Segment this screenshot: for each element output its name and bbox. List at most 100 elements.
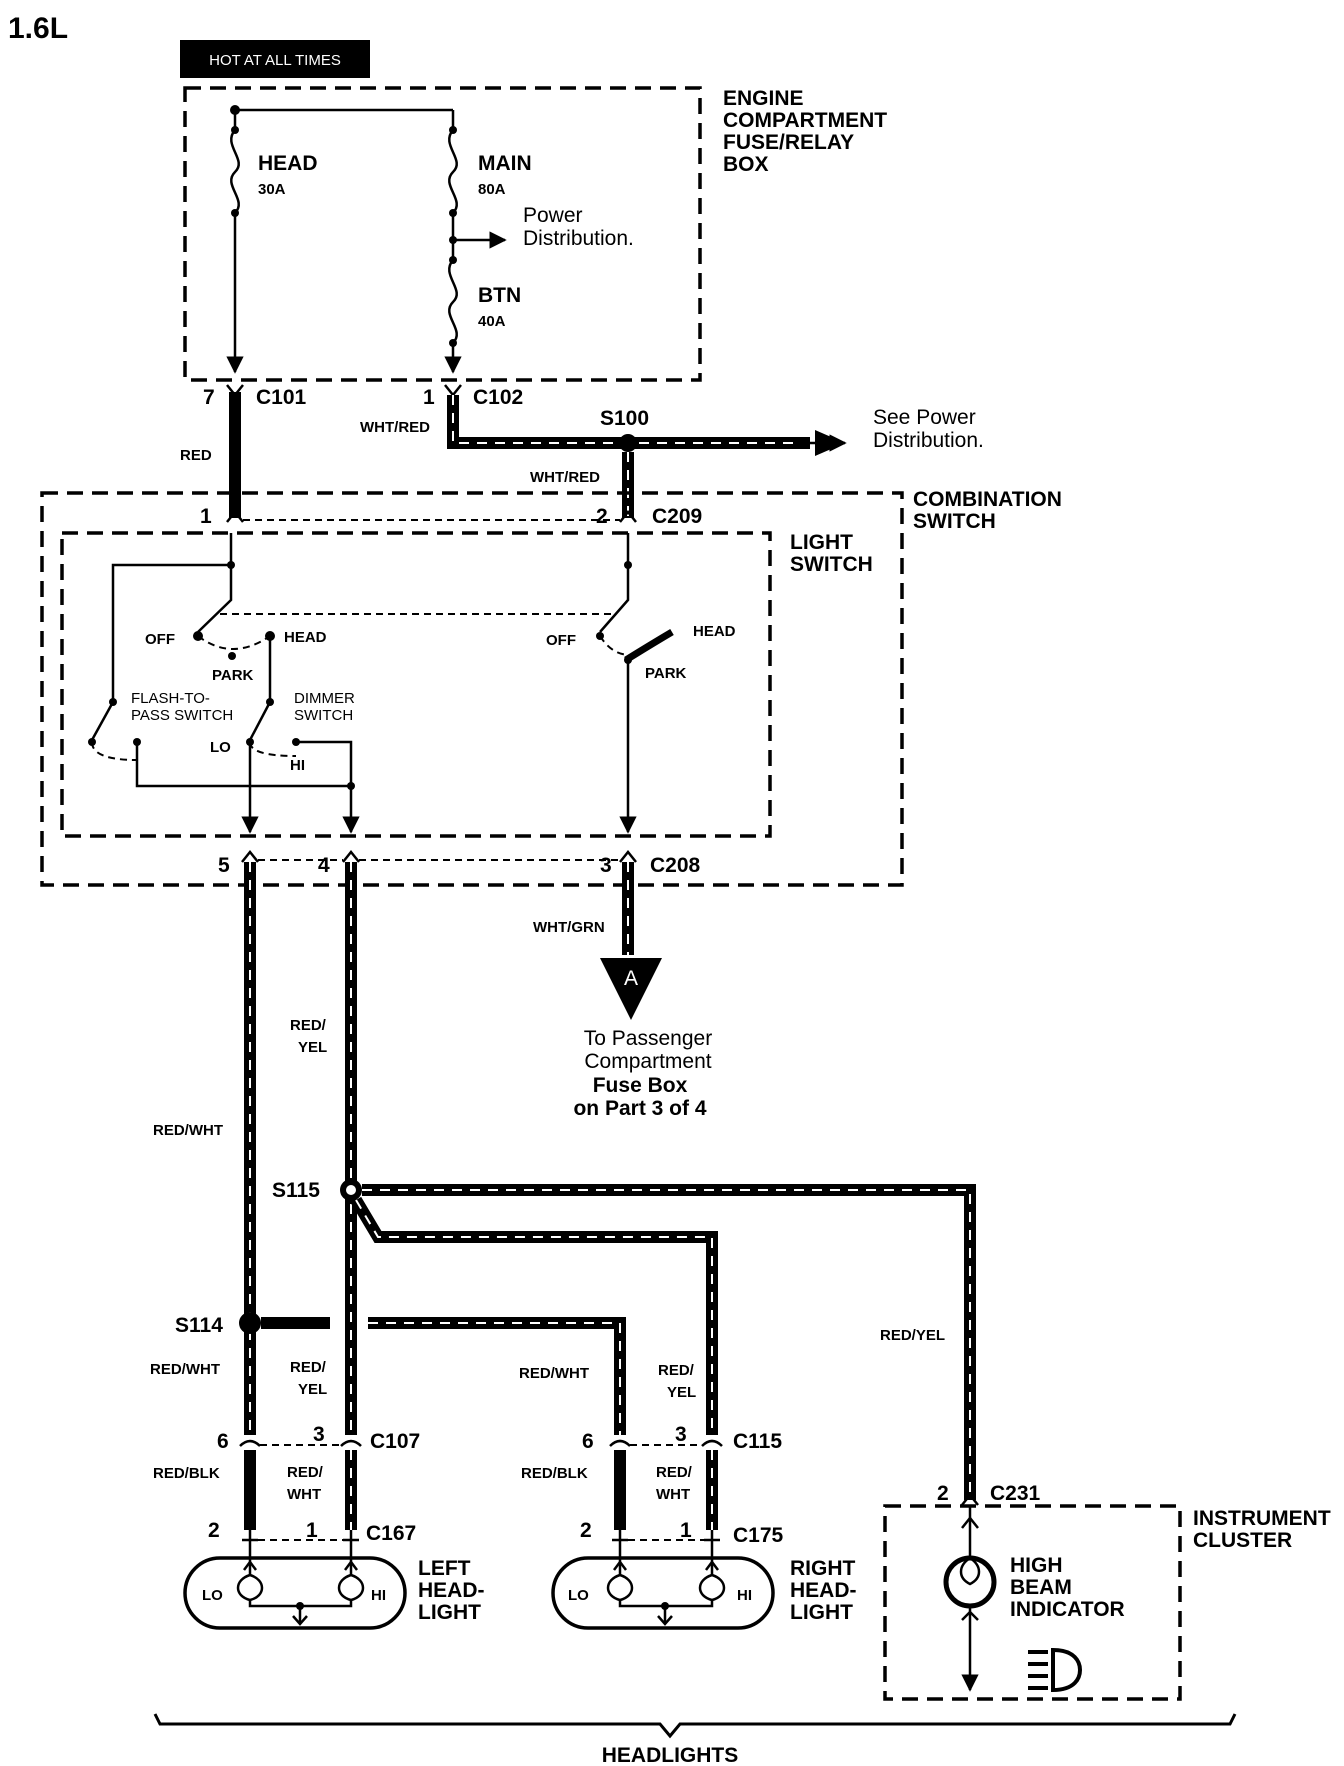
red-yel-label-2b: YEL (298, 1381, 327, 1398)
right-headlight (551, 1542, 775, 1630)
flash-to-pass-blade (90, 701, 115, 741)
c208-pin-4: 4 (318, 854, 330, 877)
c167-label: C167 (366, 1522, 416, 1545)
high-beam-symbol-icon (1028, 1647, 1083, 1693)
right-headlight-label-1: RIGHT (790, 1557, 856, 1580)
passenger-ref-4: on Part 3 of 4 (573, 1097, 706, 1120)
instrument-cluster-outline (883, 1504, 1182, 1701)
red-yel-label-3a: RED/ (658, 1362, 695, 1379)
c209-right-connector (619, 509, 637, 523)
red-yel-cluster-label: RED/YEL (880, 1327, 945, 1344)
right-red-wht-label-2: WHT (656, 1486, 690, 1503)
footer-bracket (153, 1713, 1237, 1739)
engine-label: 1.6L (8, 12, 68, 45)
combination-switch-title-1: COMBINATION (913, 488, 1062, 511)
s100-label: S100 (600, 407, 649, 430)
c231-connector (961, 1492, 979, 1506)
red-yel-label-1a: RED/ (290, 1017, 327, 1034)
s114-splice (239, 1312, 261, 1334)
rs-park-head-contact (624, 628, 674, 663)
combination-switch-outline (40, 491, 904, 887)
c115-pin-6: 6 (582, 1430, 594, 1453)
c209-label: C209 (652, 505, 702, 528)
c175-label: C175 (733, 1524, 784, 1547)
main-fuse-name: MAIN (478, 152, 532, 175)
ls-head-switch-blade (197, 565, 233, 633)
ls-left-feed (111, 533, 233, 700)
c209-left-connector (226, 509, 244, 523)
s114-label: S114 (175, 1314, 223, 1337)
c208-pin-5: 5 (218, 854, 230, 877)
right-headlight-label-2: HEAD- (790, 1579, 857, 1602)
instrument-cluster-title-1: INSTRUMENT (1193, 1507, 1331, 1530)
light-switch-title-2: SWITCH (790, 553, 873, 576)
passenger-ref-1: To Passenger (584, 1027, 712, 1050)
high-beam-label-1: HIGH (1010, 1554, 1063, 1577)
rs-switch-blade (599, 533, 630, 633)
head-fuse-rating: 30A (258, 181, 286, 198)
head-fuse-name: HEAD (258, 152, 318, 175)
flash-to-pass-label-1: FLASH-TO- (131, 690, 210, 707)
left-lo-filament-icon (236, 1573, 264, 1602)
see-power-label-1: See Power (873, 406, 976, 429)
c107-pin-6: 6 (217, 1430, 229, 1453)
c115-pin-3: 3 (675, 1423, 687, 1446)
power-distribution-label-2: Distribution. (523, 227, 634, 250)
c231-pin: 2 (937, 1482, 949, 1505)
fuse-box-title-4: BOX (723, 153, 769, 176)
c115-label: C115 (733, 1430, 782, 1453)
left-lo-label: LO (202, 1587, 223, 1604)
footer-title: HEADLIGHTS (602, 1744, 739, 1766)
power-distribution-label-1: Power (523, 204, 583, 227)
left-headlight-label-2: HEAD- (418, 1579, 485, 1602)
c208-label: C208 (650, 854, 701, 877)
c175-pin-1: 1 (680, 1519, 692, 1542)
right-hi-filament-icon (698, 1573, 726, 1602)
left-headlight-label-1: LEFT (418, 1557, 471, 1580)
c167-pin-1: 1 (306, 1519, 318, 1542)
light-switch-title-1: LIGHT (790, 531, 853, 554)
left-red-blk-label: RED/BLK (153, 1465, 220, 1482)
c107-label: C107 (370, 1430, 420, 1453)
red-yel-label-1b: YEL (298, 1039, 327, 1056)
c209-pin-1: 1 (200, 505, 212, 528)
rs-park-label: PARK (645, 665, 687, 682)
btn-fuse-name: BTN (478, 284, 521, 307)
connection-a-triangle (600, 958, 662, 1020)
high-beam-label-2: BEAM (1010, 1576, 1072, 1599)
main-fuse-rating: 80A (478, 181, 506, 198)
red-yel-label-2a: RED/ (290, 1359, 327, 1376)
dimmer-switch-blade (248, 701, 272, 741)
wht-grn-label: WHT/GRN (533, 919, 605, 936)
connection-a-letter: A (624, 967, 638, 990)
flash-to-pass-label-2: PASS SWITCH (131, 707, 233, 724)
fuse-box-title-3: FUSE/RELAY (723, 131, 854, 154)
c209-pin-2: 2 (596, 505, 608, 528)
dimmer-label-2: SWITCH (294, 707, 353, 724)
left-headlight-label-3: LIGHT (418, 1601, 481, 1624)
c101-label: C101 (256, 386, 307, 409)
passenger-ref-3: Fuse Box (593, 1074, 688, 1097)
dimmer-label-1: DIMMER (294, 690, 355, 707)
right-lo-filament-icon (606, 1573, 634, 1602)
c102-label: C102 (473, 386, 523, 409)
dimmer-hi-label: HI (290, 757, 305, 774)
btn-fuse-icon (448, 259, 458, 344)
combination-switch-title-2: SWITCH (913, 510, 996, 533)
passenger-ref-2: Compartment (584, 1050, 711, 1073)
c101-pin: 7 (203, 386, 215, 409)
see-power-label-2: Distribution. (873, 429, 984, 452)
hi-output-wire (296, 740, 360, 834)
red-yel-label-3b: YEL (667, 1384, 696, 1401)
ls-park-label: PARK (212, 667, 254, 684)
right-red-blk-label: RED/BLK (521, 1465, 588, 1482)
left-red-wht-label-1: RED/ (287, 1464, 324, 1481)
left-red-wht-label-2: WHT (287, 1486, 321, 1503)
red-wht-label-3: RED/WHT (519, 1365, 589, 1382)
s115-label: S115 (272, 1179, 320, 1202)
left-headlight (183, 1542, 407, 1630)
ls-head-label: HEAD (284, 629, 327, 646)
light-switch-outline (60, 531, 772, 838)
ls-off-label: OFF (145, 631, 175, 648)
c107-pin-3: 3 (313, 1423, 325, 1446)
